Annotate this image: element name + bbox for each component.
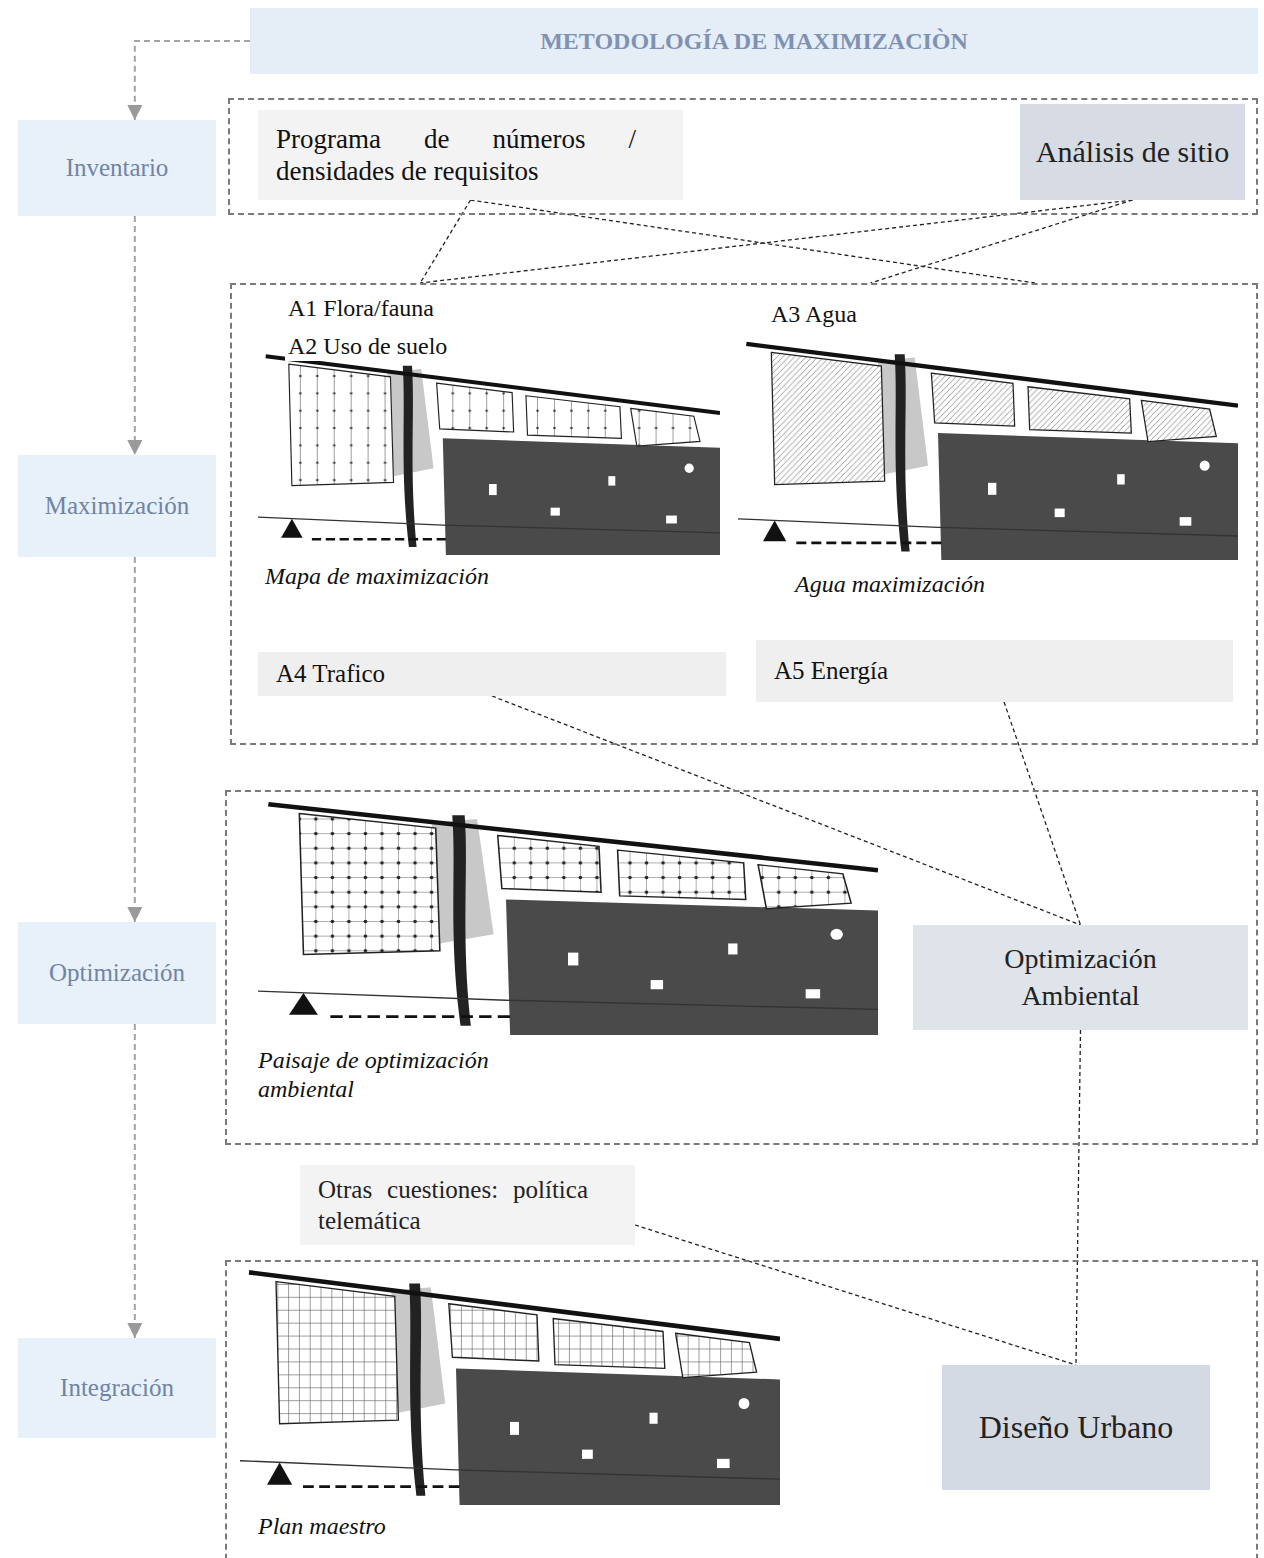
dashed-connector: [870, 200, 1132, 283]
flow-arrow: [135, 41, 250, 120]
title-band: METODOLOGÍA DE MAXIMIZACIÒN: [250, 8, 1258, 74]
dashed-connector: [471, 200, 1035, 283]
result-box: Optimización Ambiental: [913, 925, 1248, 1030]
label-slot: Mapa de maximización: [262, 562, 492, 591]
input-box: Programa de números / densidades de requ…: [258, 110, 683, 200]
map-caption: Mapa de maximización: [262, 562, 492, 591]
dashed-connector: [420, 200, 470, 283]
dashed-group: Programa de números / densidades de requ…: [228, 98, 1258, 215]
label-slot: Paisaje de optimización ambiental: [255, 1046, 555, 1104]
phase-box: Integración: [18, 1338, 216, 1438]
box-label: A5 Energía: [774, 657, 888, 685]
site-map: [258, 356, 720, 555]
phase-box: Inventario: [18, 120, 216, 216]
site-map: [240, 1272, 780, 1505]
flow-arrow: [134, 557, 136, 922]
dashed-group: A1 Flora/fauna A2 Uso de suelo A3 AguaMapa…: [230, 283, 1258, 745]
dashed-group: Paisaje de optimización ambiental Optimiz…: [225, 790, 1258, 1145]
flow-arrow: [134, 216, 136, 455]
theme-label: A1 Flora/fauna: [285, 294, 437, 323]
map-caption: Paisaje de optimización ambiental: [255, 1046, 555, 1104]
site-map: [738, 344, 1238, 560]
phase-box: Optimización: [18, 922, 216, 1024]
label-slot: A1 Flora/fauna: [285, 294, 437, 323]
box-label: A4 Trafico: [276, 660, 385, 688]
dashed-group: Plan maestro Diseño Urbano: [225, 1260, 1258, 1558]
box-label: Inventario: [66, 154, 169, 182]
box-label: Optimización Ambiental: [971, 941, 1191, 1014]
box-label: Programa de números / densidades de requ…: [276, 123, 636, 188]
box-label: Otras cuestiones: política telemática: [318, 1174, 588, 1237]
dashed-connector: [1004, 702, 1080, 925]
box-label: Integración: [60, 1374, 174, 1402]
map-caption: Agua maximización: [792, 570, 988, 599]
theme-label: A2 Uso de suelo: [285, 332, 450, 361]
phase-box: Maximización: [18, 455, 216, 557]
label-slot: A2 Uso de suelo: [285, 332, 450, 361]
label-slot: A3 Agua: [768, 300, 860, 329]
box-label: Maximización: [45, 492, 189, 520]
map-caption: Plan maestro: [255, 1512, 389, 1541]
result-box: Diseño Urbano: [942, 1365, 1210, 1490]
note-box: Otras cuestiones: política telemática: [300, 1165, 635, 1245]
flow-arrow: [134, 1024, 136, 1338]
label-slot: Agua maximización: [792, 570, 988, 599]
box-label: Diseño Urbano: [979, 1409, 1174, 1446]
theme-box: A4 Trafico: [258, 652, 726, 696]
theme-box: A5 Energía: [756, 640, 1233, 702]
dashed-connector: [1076, 1030, 1081, 1365]
box-label: Optimización: [49, 959, 185, 987]
label-slot: Plan maestro: [255, 1512, 389, 1541]
box-label: Análisis de sitio: [1036, 133, 1229, 171]
box-label: METODOLOGÍA DE MAXIMIZACIÒN: [540, 28, 968, 55]
dashed-connector: [420, 200, 1132, 283]
theme-label: A3 Agua: [768, 300, 860, 329]
site-map: [258, 804, 878, 1035]
dashed-connector: [635, 1225, 1076, 1365]
input-box: Análisis de sitio: [1020, 104, 1245, 200]
dashed-connector: [492, 696, 1081, 925]
